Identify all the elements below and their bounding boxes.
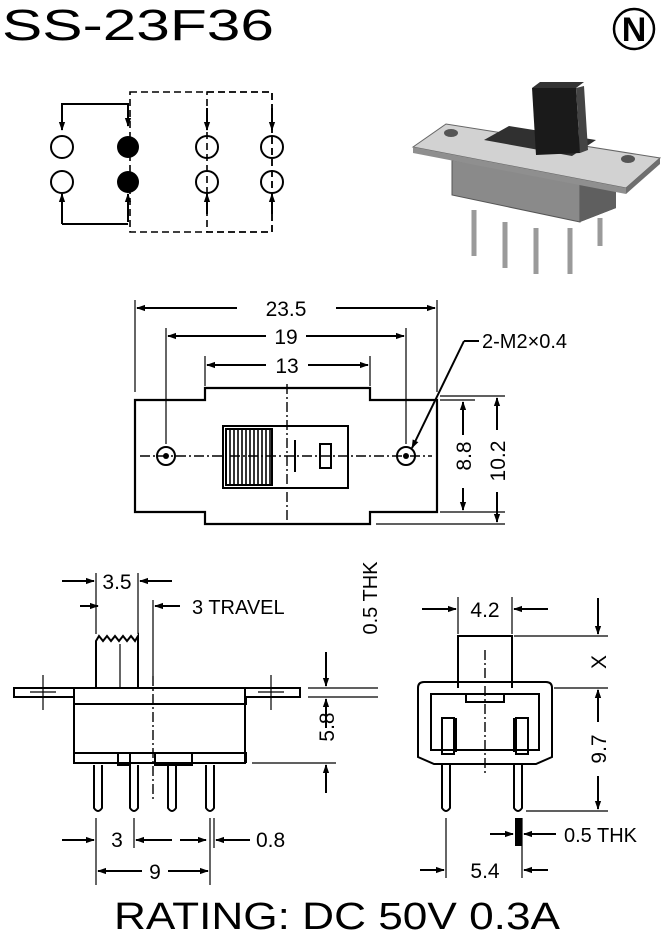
dim-window-length: 13	[275, 355, 298, 378]
dim-overall-length: 23.5	[266, 298, 307, 321]
frame-thickness: 0.5 THK	[360, 561, 382, 635]
dim-pin-width: 0.8	[256, 829, 285, 852]
top-view-drawing: 23.5 19 13 8.8 10.2 2-M2×0.4	[133, 298, 567, 526]
part-number-title: SS-23F36	[2, 1, 274, 50]
dim-pin-offset: 5.4	[470, 860, 500, 883]
dim-actuator-height: X	[588, 655, 611, 669]
dim-actuator-length: 3.5	[102, 571, 131, 594]
end-view-drawing: 4.2 X 9.7 0.5 THK 5.4	[417, 597, 638, 883]
dim-overall-height: 9.7	[588, 734, 611, 763]
brand-logo-letter: N	[622, 11, 647, 49]
dim-mounting-pitch: 19	[274, 326, 297, 349]
dim-pin-span: 9	[149, 861, 161, 884]
travel-distance: 3 TRAVEL	[192, 597, 285, 619]
switch-product-image	[411, 82, 662, 274]
dim-body-height: 5.8	[316, 712, 339, 741]
mounting-hole-spec: 2-M2×0.4	[482, 331, 567, 353]
dim-actuator-width: 4.2	[470, 599, 499, 622]
rating-label: RATING: DC 50V 0.3A	[114, 896, 561, 938]
dim-height-outer: 10.2	[487, 441, 510, 482]
dim-pin-pitch: 3	[111, 829, 123, 852]
brand-logo-icon: N	[612, 7, 656, 51]
side-view-drawing: 3.5 3 TRAVEL 0.5 THK 5.8 3 0.8 9	[13, 561, 382, 885]
pin-thickness: 0.5 THK	[564, 825, 638, 847]
circuit-schematic	[50, 91, 284, 233]
dim-height-inner: 8.8	[453, 441, 476, 470]
